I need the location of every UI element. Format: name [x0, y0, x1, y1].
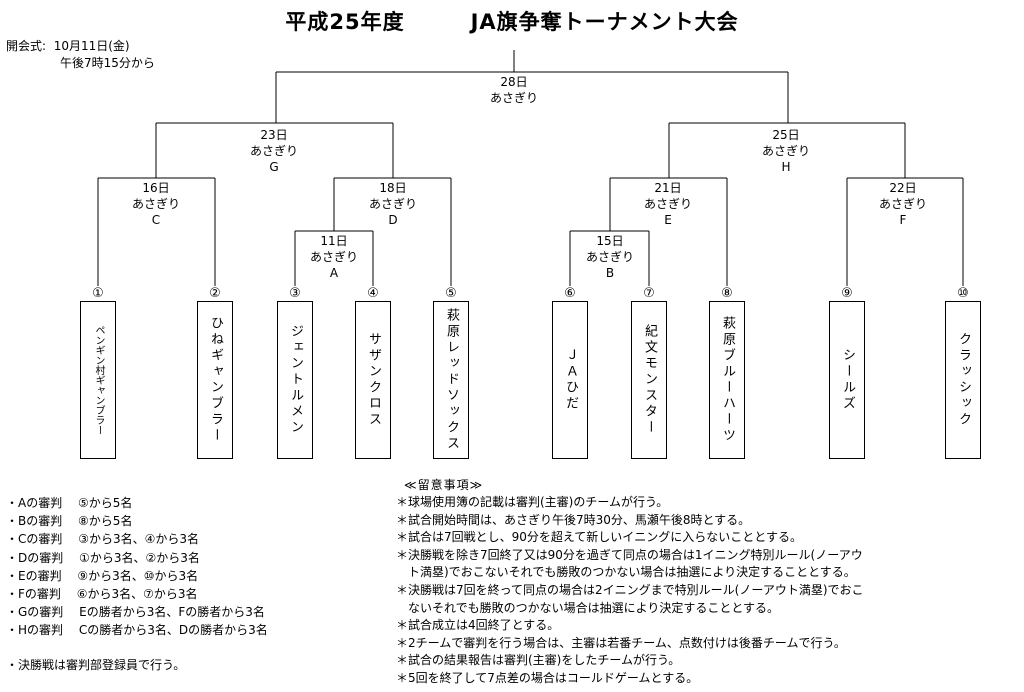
team-box: ジェントルメン: [277, 301, 313, 459]
team-name: シールズ: [840, 348, 855, 412]
team-seed: ⑧: [721, 286, 733, 301]
team-name: 萩原レッドソックス: [444, 308, 459, 452]
team-name: クラッシック: [956, 332, 971, 428]
final-referee-note: ・決勝戦は審判部登録員で行う。: [6, 658, 186, 672]
game-venue: あさぎり: [368, 197, 417, 211]
note-line: ＊試合開始時間は、あさぎり午後7時30分、馬瀬午後8時とする。: [396, 512, 751, 527]
opening-date: 10月11日(金): [53, 39, 130, 53]
team-box: クラッシック: [945, 301, 981, 459]
game-f: 22日 あさぎり F: [858, 180, 948, 228]
game-a: 11日 あさぎり A: [289, 233, 379, 281]
game-d: 18日 あさぎり D: [348, 180, 438, 228]
game-venue: あさぎり: [309, 250, 358, 264]
team-name: ジェントルメン: [288, 324, 303, 436]
team-seed: ⑦: [643, 286, 655, 301]
referee-item: ・Cの審判 ③から3名、④から3名: [6, 532, 199, 547]
referee-item: ・Fの審判 ⑥から3名、⑦から3名: [6, 587, 198, 602]
notes-title: ≪留意事項≫: [404, 478, 484, 492]
note-line: ＊球場使用簿の記載は審判(主審)のチームが行う。: [396, 495, 669, 509]
team-seed: ⑩: [957, 286, 969, 301]
team-box: ペンギン村ギャンブラー: [80, 301, 116, 459]
game-code: C: [151, 213, 161, 227]
team-name: サザンクロス: [366, 332, 381, 428]
game-venue: あさぎり: [585, 250, 634, 264]
referee-item: ・Dの審判 ①から3名、②から3名: [6, 550, 200, 565]
opening-time: 午後7時15分から: [60, 56, 155, 70]
game-code: E: [664, 213, 672, 227]
note-line: ＊試合は7回戦とし、90分を超えて新しいイニングに入らないこととする。: [396, 530, 802, 545]
team-box: ひねギャンブラー: [197, 301, 233, 459]
team-box: 萩原レッドソックス: [433, 301, 469, 459]
game-date: 16日: [142, 181, 170, 195]
team-seed: ④: [367, 286, 379, 301]
note-line: ＊2チームで審判を行う場合は、主審は若番チーム、点数付けは後番チームで行う。: [396, 635, 846, 650]
team-name: 萩原ブルーハーツ: [720, 316, 735, 444]
game-g: 23日 あさぎり G: [229, 127, 319, 175]
game-code: F: [899, 213, 907, 227]
game-code: D: [388, 213, 398, 227]
team-seed: ⑥: [564, 286, 576, 301]
team-name: 紀文モンスター: [642, 324, 657, 436]
page-title: 平成25年度 JA旗争奪トーナメント大会: [285, 10, 739, 34]
game-c: 16日 あさぎり C: [111, 180, 201, 228]
game-code: A: [329, 266, 339, 280]
note-line: ＊試合の結果報告は審判(主審)をしたチームが行う。: [396, 653, 681, 668]
game-venue: あさぎり: [878, 197, 927, 211]
opening-label: 開会式:: [6, 39, 47, 53]
team-box: 萩原ブルーハーツ: [709, 301, 745, 459]
game-code: H: [781, 160, 791, 174]
game-b: 15日 あさぎり B: [565, 233, 655, 281]
referee-item: ・Gの審判 Eの勝者から3名、Fの勝者から3名: [6, 605, 265, 620]
referee-item: ・Aの審判 ⑤から5名: [6, 496, 133, 510]
team-seed: ③: [289, 286, 301, 301]
game-date: 18日: [379, 181, 407, 195]
game-code: B: [605, 266, 615, 280]
note-line: ないそれでも勝敗のつかない場合は抽選により決定することとする。: [396, 600, 780, 615]
game-date: 11日: [320, 234, 348, 248]
game-date: 22日: [889, 181, 917, 195]
team-name: ＪＡひだ: [563, 348, 578, 412]
game-e: 21日 あさぎり E: [623, 180, 713, 228]
note-line: ト満塁)でおこないそれでも勝敗のつかない場合は抽選により決定することとする。: [396, 565, 856, 580]
game-venue: あさぎり: [131, 197, 180, 211]
game-final: 28日 あさぎり: [469, 74, 559, 106]
team-box: 紀文モンスター: [631, 301, 667, 459]
referee-item: ・Bの審判 ⑧から5名: [6, 514, 133, 529]
game-date: 25日: [772, 128, 800, 142]
team-box: サザンクロス: [355, 301, 391, 459]
game-date: 21日: [654, 181, 682, 195]
referee-list: ・Aの審判 ⑤から5名 ・Bの審判 ⑧から5名 ・Cの審判 ③から3名、④から3…: [6, 494, 268, 640]
referee-item: ・Hの審判 Cの勝者から3名、Dの勝者から3名: [6, 623, 268, 638]
team-seed: ⑨: [841, 286, 853, 301]
game-date: 23日: [260, 128, 288, 142]
team-seed: ⑤: [445, 286, 457, 301]
opening-ceremony: 開会式: 10月11日(金) 午後7時15分から: [6, 38, 155, 72]
team-name: ペンギン村ギャンブラー: [93, 325, 104, 435]
team-name: ひねギャンブラー: [208, 316, 223, 444]
game-venue: あさぎり: [761, 144, 810, 158]
team-seed: ①: [92, 286, 104, 301]
team-box: シールズ: [829, 301, 865, 459]
note-line: ＊決勝戦は7回を終って同点の場合は2イニングまで特別ルール(ノーアウト満塁)でお…: [396, 582, 864, 597]
game-h: 25日 あさぎり H: [741, 127, 831, 175]
referee-item: ・Eの審判 ⑨から3名、⑩から3名: [6, 568, 199, 583]
note-line: ＊決勝戦を除き7回終了又は90分を過ぎて同点の場合は1イニング特別ルール(ノーア…: [396, 547, 863, 562]
game-date: 28日: [500, 75, 528, 89]
game-venue: あさぎり: [643, 197, 692, 211]
team-box: ＪＡひだ: [552, 301, 588, 459]
note-line: ＊5回を終了して7点差の場合はコールドゲームとする。: [396, 670, 699, 685]
notes-list: ＊球場使用簿の記載は審判(主審)のチームが行う。 ＊試合開始時間は、あさぎり午後…: [396, 494, 956, 688]
game-date: 15日: [596, 234, 624, 248]
game-venue: あさぎり: [249, 144, 298, 158]
team-seed: ②: [209, 286, 221, 301]
game-code: G: [269, 160, 279, 174]
game-venue: あさぎり: [489, 91, 538, 105]
note-line: ＊試合成立は4回終了とする。: [396, 618, 560, 633]
